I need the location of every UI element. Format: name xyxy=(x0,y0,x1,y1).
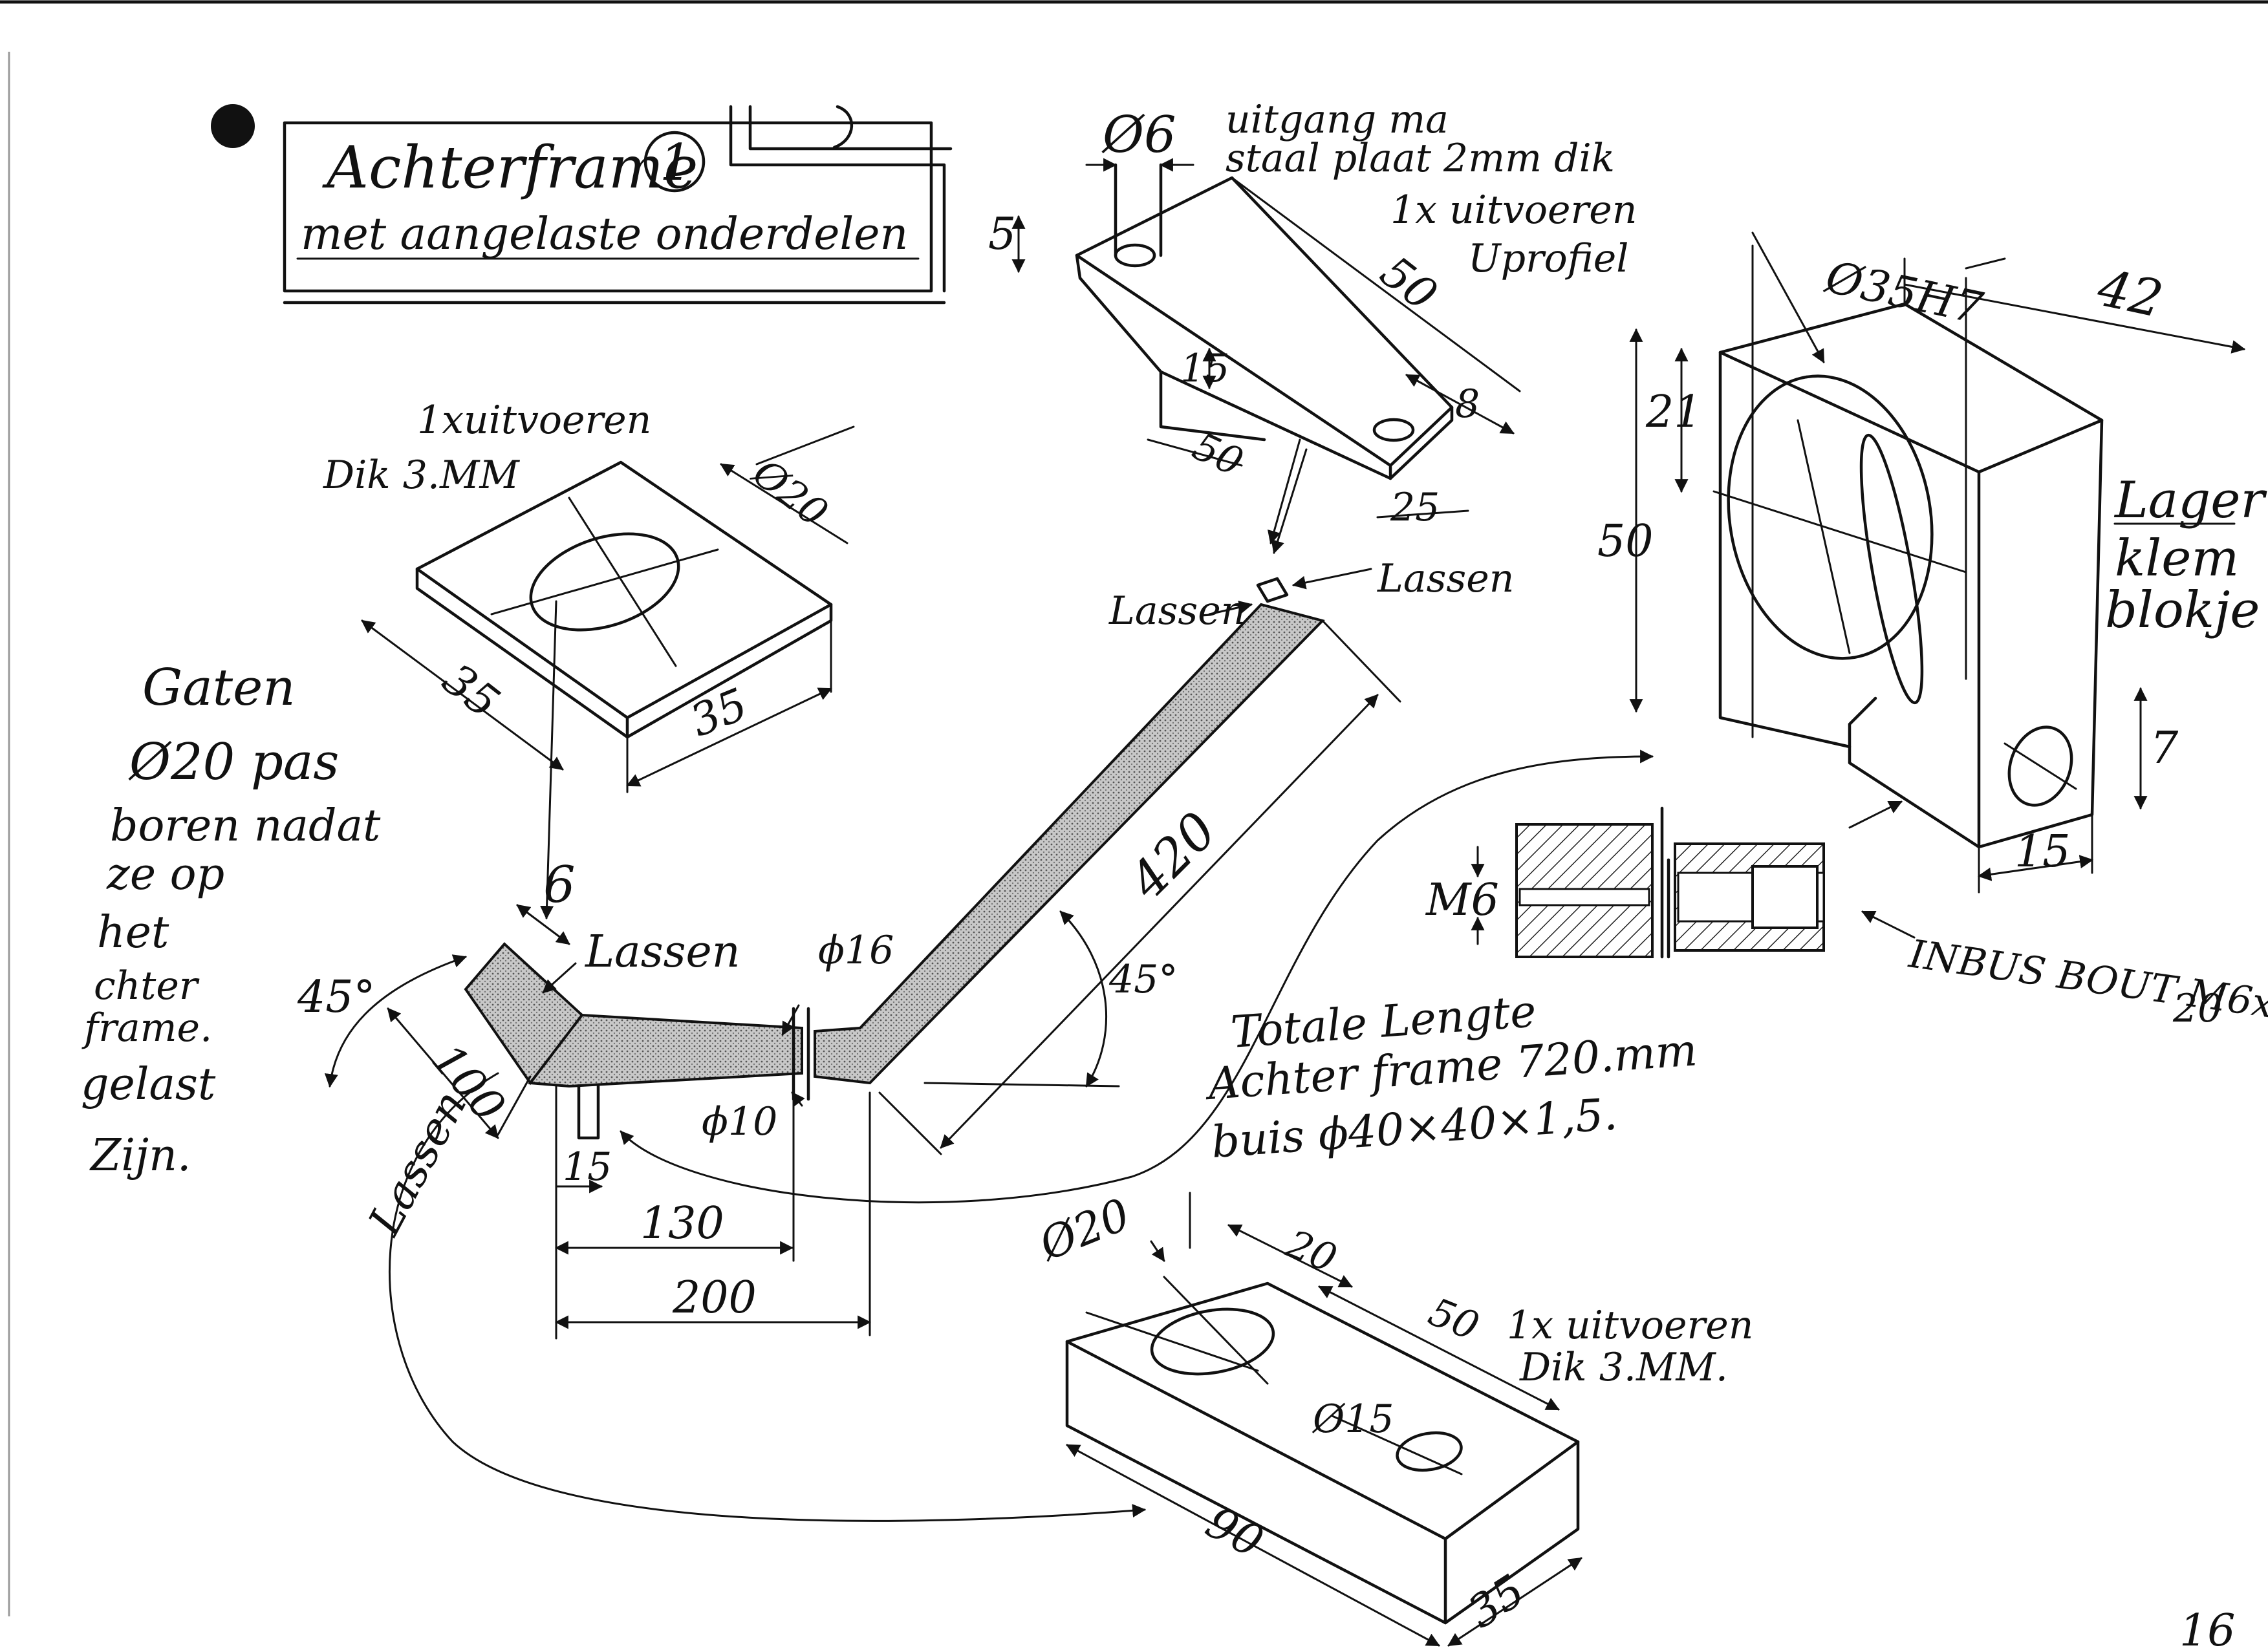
plate-top-hole-dim: Ø20 xyxy=(743,449,836,536)
u-profile-note-2: staal plaat 2mm dik xyxy=(1226,136,1615,181)
left-note-line: Zijn. xyxy=(89,1130,191,1181)
u-profile-note-4: Uprofiel xyxy=(1468,236,1629,281)
plate-bottom-dim-90: 90 xyxy=(1198,1497,1271,1568)
plate-bottom-note-1: 1x uitvoeren xyxy=(1507,1303,1753,1348)
bearing-label-2: klem xyxy=(2115,530,2239,588)
left-note-line: chter xyxy=(94,963,200,1009)
bearing-bolt-hole xyxy=(2007,725,2073,807)
plate-bottom-dim-20: 20 xyxy=(1279,1221,1343,1282)
u-profile-hole-1 xyxy=(1114,243,1156,268)
left-note-line: het xyxy=(97,907,169,958)
frame-dim-130: 130 xyxy=(640,1198,724,1249)
title-number: 1 xyxy=(660,134,692,192)
plate-top-note-2: Dik 3.MM xyxy=(323,453,520,498)
u-profile-hole-2 xyxy=(1372,418,1415,442)
title-text: Achterframe xyxy=(322,134,698,202)
frame-dim-200: 200 xyxy=(672,1272,757,1323)
left-note-line: Ø20 pas xyxy=(128,733,339,791)
bearing-block: Ø35H7 42 21 50 7 15 Lager klem blokje xyxy=(1597,231,2267,894)
bearing-dim-21: 21 xyxy=(1645,387,1702,438)
left-note: Gaten Ø20 pas boren nadat ze op het chte… xyxy=(81,659,381,1181)
plate-top-hole xyxy=(529,532,680,632)
title-subtitle: met aangelaste onderdelen xyxy=(301,209,908,260)
u-profile-dim-50-bottom: 50 xyxy=(1186,423,1250,486)
plate-top-note-1: 1xuitvoeren xyxy=(417,398,651,443)
page-number: 16 xyxy=(2179,1605,2236,1650)
left-note-line: gelast xyxy=(81,1059,216,1110)
bearing-dim-50: 50 xyxy=(1597,516,1654,567)
plate-bottom-dim-35: 35 xyxy=(1459,1565,1534,1638)
u-profile-note-3: 1x uitvoeren xyxy=(1390,188,1637,233)
bearing-dim-7: 7 xyxy=(2150,723,2179,774)
u-profile-dim-8: 8 xyxy=(1455,381,1480,427)
left-note-line: ze op xyxy=(106,849,224,900)
bearing-label-3: blokje xyxy=(2105,581,2260,639)
weld-label: Lassen xyxy=(1377,556,1514,601)
frame-dia-16: ϕ16 xyxy=(818,928,894,973)
bearing-bore xyxy=(1727,374,1934,660)
u-profile: Ø6 uitgang ma staal plaat 2mm dik 1x uit… xyxy=(988,97,1637,545)
leader-arrow xyxy=(540,600,557,920)
plate-bottom-hole-small xyxy=(1396,1431,1463,1472)
section-detail: M6 INBUS BOUT M6x 20 xyxy=(1425,806,2268,1031)
u-profile-note-1: uitgang ma xyxy=(1226,97,1449,142)
section-bolt-note-2: 20 xyxy=(2172,986,2222,1031)
plate-top-dim-depth: 35 xyxy=(684,679,755,747)
title-box: Achterframe 1 met aangelaste onderdelen xyxy=(283,105,953,305)
weld-label: Lassen xyxy=(584,927,740,978)
plate-top-dim-width: 35 xyxy=(433,654,509,729)
frame-dim-420: 420 xyxy=(1118,802,1228,912)
plate-bottom-hole-dim-large: Ø20 xyxy=(1031,1189,1137,1271)
plate-bottom: Ø20 Ø15 20 50 90 35 1x uitvoeren Dik 3.M… xyxy=(1031,1189,1753,1647)
plate-bottom-hole-dim-small: Ø15 xyxy=(1312,1397,1394,1442)
bearing-label-1: Lager xyxy=(2113,471,2267,530)
plate-bottom-note-2: Dik 3.MM. xyxy=(1519,1345,1728,1390)
bearing-dim-42: 42 xyxy=(2092,259,2168,329)
bearing-dim-15: 15 xyxy=(2014,826,2071,877)
u-profile-hole-dim: Ø6 xyxy=(1101,106,1176,164)
frame-dia-10: ϕ10 xyxy=(702,1099,777,1144)
u-profile-dim-25: 25 xyxy=(1390,485,1440,530)
punch-hole-icon xyxy=(211,104,255,148)
frame-dim-15: 15 xyxy=(563,1144,612,1190)
frame-dim-6: 6 xyxy=(543,856,576,914)
title-number-circle xyxy=(643,131,706,193)
connector-curve-plate xyxy=(389,1072,1147,1522)
plate-bottom-dim-50: 50 xyxy=(1422,1289,1485,1350)
plate-top-left: 1xuitvoeren Dik 3.MM Ø20 35 35 xyxy=(323,398,855,793)
left-note-line: Gaten xyxy=(142,659,296,717)
u-profile-dim-5: 5 xyxy=(988,209,1016,260)
left-note-line: boren nadat xyxy=(110,800,381,852)
weld-label: Lassen xyxy=(1108,588,1246,634)
section-thread-label: M6 xyxy=(1425,875,1499,926)
u-profile-dim-50-top: 50 xyxy=(1371,246,1447,321)
plate-bottom-hole-large xyxy=(1150,1307,1275,1376)
left-note-line: frame. xyxy=(81,1005,212,1051)
connector-curve-bearing xyxy=(620,749,1654,1204)
frame-angle-left: 45° xyxy=(297,972,376,1023)
frame-angle-right: 45° xyxy=(1108,957,1178,1002)
u-profile-dim-15: 15 xyxy=(1180,346,1229,391)
